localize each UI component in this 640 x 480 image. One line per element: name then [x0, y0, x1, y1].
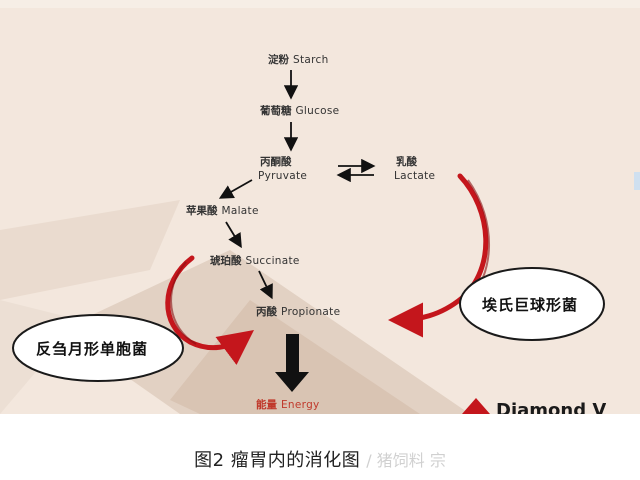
node-lactate-zh: 乳酸 [396, 156, 417, 168]
node-propionate: 丙酸 Propionate [256, 304, 340, 319]
node-pyruvate-en: Pyruvate [258, 170, 308, 182]
diagram-canvas [0, 70, 605, 414]
node-malate-en: Malate [221, 205, 259, 217]
caption-area [0, 414, 640, 480]
node-pyruvate-zh: 丙酮酸 [260, 156, 292, 168]
node-propionate-zh: 丙酸 [256, 306, 277, 318]
node-energy: 能量 Energy [256, 397, 320, 412]
node-starch-en: Starch [293, 54, 329, 66]
caption-watermark: / 猪饲料 宗 [366, 451, 446, 470]
node-glucose-zh: 葡萄糖 [260, 105, 292, 117]
node-succinate-en: Succinate [245, 255, 300, 267]
side-edge-tab [634, 172, 640, 190]
brand-logo: Diamond V [496, 400, 607, 414]
left-bacteria-ellipse [12, 314, 184, 382]
node-pyruvate: 丙酮酸 Pyruvate [258, 155, 307, 183]
arrow-malate-succinate [225, 221, 242, 249]
energy-big-arrow [275, 334, 309, 392]
node-starch-zh: 淀粉 [268, 54, 289, 66]
node-lactate-en: Lactate [394, 170, 436, 182]
left-bacteria-label: 反刍月形单胞菌 [36, 340, 149, 358]
bg-facet-1 [0, 200, 180, 300]
node-lactate: 乳酸 Lactate [394, 155, 435, 183]
slide-top-band [0, 0, 640, 8]
node-malate-zh: 苹果酸 [186, 205, 218, 217]
left-red-curve-shadow [170, 261, 197, 345]
caption-title: 图2 瘤胃内的消化图 [194, 450, 361, 471]
right-bacteria-label: 埃氏巨球形菌 [482, 296, 579, 314]
right-bacteria-ellipse [459, 267, 605, 341]
arrow-pyruvate-malate [218, 179, 253, 199]
node-starch: 淀粉 Starch [268, 52, 329, 67]
arrow-succinate-propionate [258, 270, 273, 300]
figure-caption: 图2 瘤胃内的消化图 / 猪饲料 宗 [0, 446, 640, 472]
node-energy-zh: 能量 [256, 399, 277, 411]
left-red-curve [165, 255, 255, 365]
node-glucose-en: Glucose [295, 105, 340, 117]
node-propionate-en: Propionate [281, 306, 341, 318]
node-energy-en: Energy [281, 399, 320, 411]
logo-red-triangle [462, 398, 490, 414]
node-succinate-zh: 琥珀酸 [210, 255, 242, 267]
